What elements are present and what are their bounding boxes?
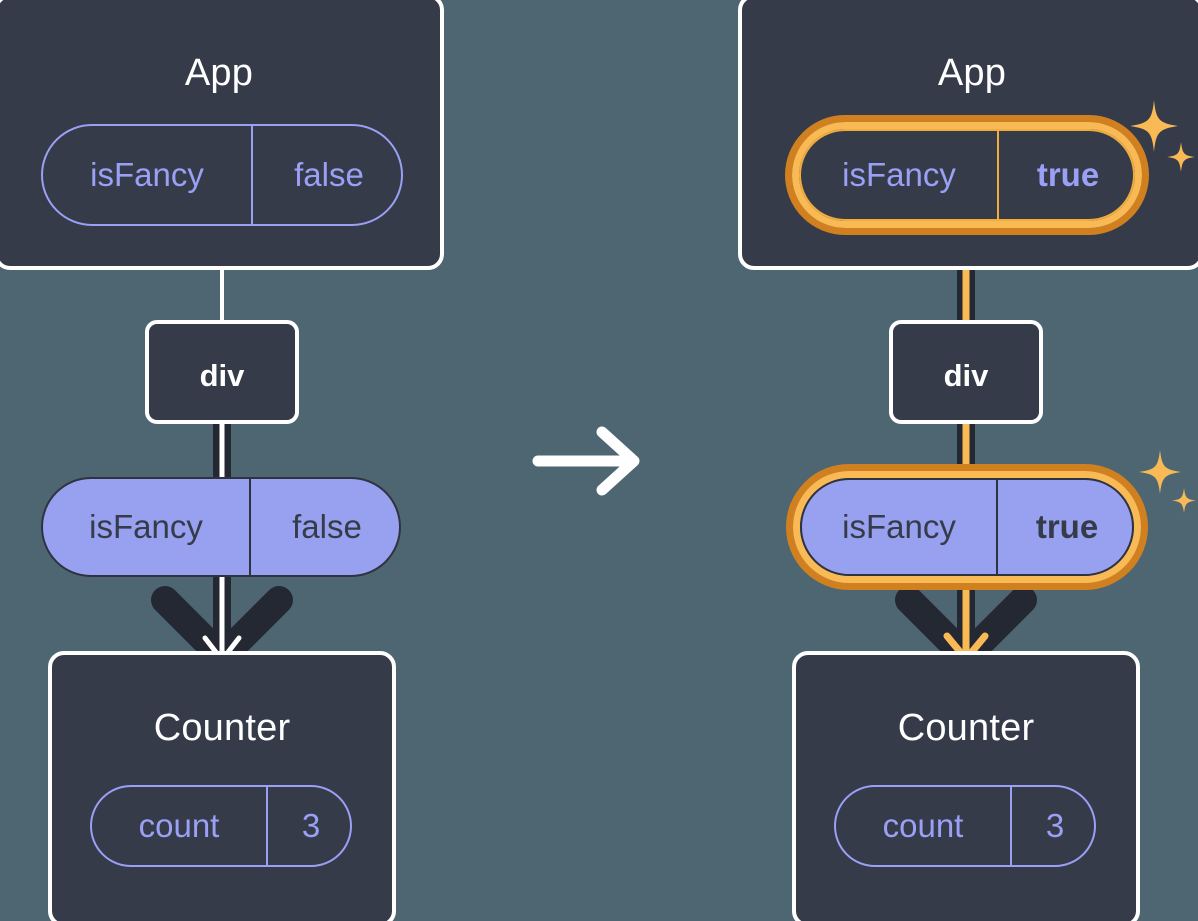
left-prop-pill-value: false [249, 479, 403, 575]
right-div-label: div [943, 358, 989, 393]
left-counter-state-key: count [138, 807, 220, 844]
right-app-pill-highlight-ring-inner [792, 122, 1142, 228]
right-app-sparkle-icon [1130, 100, 1195, 172]
left-counter-state-value: 3 [266, 787, 354, 865]
left-counter-state-pill: count 3 [90, 785, 352, 867]
left-prop-pill-key: isFancy [89, 508, 203, 545]
right-app-state-key: isFancy [842, 156, 956, 193]
left-app-state-value: false [251, 126, 405, 224]
left-div-box: div [145, 320, 299, 424]
right-counter-state-pill: count 3 [834, 785, 1096, 867]
right-prop-pill-highlight-ring [786, 464, 1148, 590]
right-counter-state-value: 3 [1010, 787, 1098, 865]
right-div-box: div [889, 320, 1043, 424]
right-prop-sparkle-icon [1139, 450, 1196, 513]
right-app-state-value: true [997, 131, 1137, 219]
left-app-state-key: isFancy [90, 156, 204, 193]
right-counter-box: Counter [792, 651, 1140, 921]
left-div-label: div [199, 358, 245, 393]
left-prop-pill: isFancy false [41, 477, 401, 577]
left-arrow-pill-to-counter-core [202, 568, 242, 663]
left-app-title: App [184, 52, 254, 94]
right-app-state-pill: isFancy true [799, 129, 1135, 221]
right-counter-state-key: count [882, 807, 964, 844]
right-counter-title: Counter [897, 707, 1035, 749]
right-prop-pill: isFancy true [800, 478, 1134, 576]
right-prop-pill-highlight-ring-inner [793, 471, 1141, 583]
transition-arrow-right-icon [532, 426, 640, 496]
right-app-title: App [937, 52, 1007, 94]
left-app-state-pill: isFancy false [41, 124, 403, 226]
left-counter-title: Counter [153, 707, 291, 749]
right-app-pill-highlight-ring [785, 115, 1149, 235]
right-prop-pill-value: true [996, 480, 1136, 574]
right-prop-pill-key: isFancy [842, 508, 956, 545]
